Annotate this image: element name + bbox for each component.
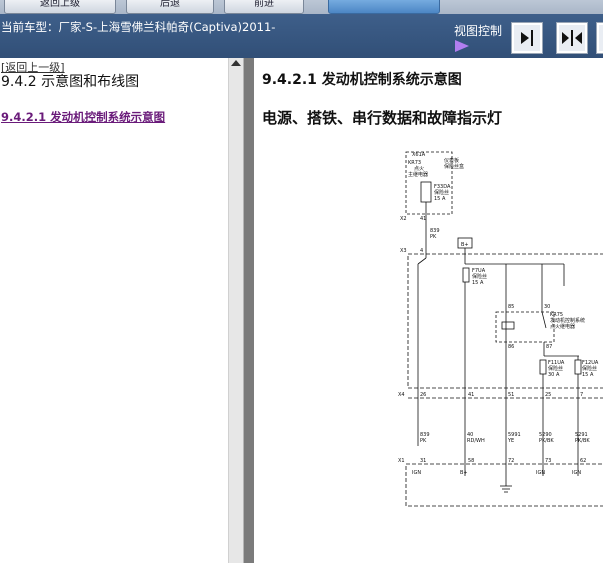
- forward-button[interactable]: 前进: [224, 0, 304, 14]
- f33da-desc: 保险丝: [434, 189, 449, 196]
- x1-pin-73: 73: [545, 458, 551, 464]
- view-control-label: 视图控制: [454, 24, 503, 38]
- wire-3-number: 5991: [508, 432, 521, 438]
- expand-left-panel-button[interactable]: [596, 22, 603, 54]
- wire-1-color: PK: [420, 438, 427, 444]
- f12ua-amp: 15 A: [582, 372, 594, 378]
- kr73-desc-1: 点火: [414, 166, 424, 172]
- f11ua-amp: 30 A: [548, 372, 560, 378]
- bplus-label-2: B+: [460, 470, 468, 476]
- collapse-left-panel-button[interactable]: [511, 22, 543, 54]
- content-subtitle: 电源、搭铁、串行数据和故障指示灯: [262, 109, 503, 127]
- f7ua-amp: 15 A: [472, 280, 484, 286]
- f33da-amp: 15 A: [434, 196, 446, 202]
- wire-3-color: YE: [507, 438, 514, 444]
- back-button[interactable]: 后退: [126, 0, 214, 14]
- x1-pin-62: 62: [580, 458, 586, 464]
- x3-label: X3: [400, 248, 407, 254]
- active-tab-button[interactable]: [328, 0, 440, 14]
- panel-right-arrow-icon: [521, 30, 533, 46]
- wire-5-number: 5291: [575, 432, 588, 438]
- x61a-desc-2: 保险丝盒: [444, 163, 464, 170]
- scroll-up-icon[interactable]: [231, 60, 241, 66]
- wire-4-number: 5290: [539, 432, 552, 438]
- bplus-label: B+: [461, 242, 469, 248]
- pin-41-top: 41: [420, 216, 426, 222]
- x4-pin-26: 26: [420, 392, 426, 398]
- pin-86: 86: [508, 344, 514, 350]
- diagram-link[interactable]: 9.4.2.1 发动机控制系统示意图: [1, 110, 166, 124]
- current-vehicle-label: 当前车型：厂家-S-上海雪佛兰科帕奇(Captiva)2011-: [1, 20, 276, 34]
- x61a-desc-1: 仪表板: [444, 157, 459, 164]
- panel-left-arrow-icon: [597, 23, 603, 53]
- left-navigation-panel: [返回上一级] 9.4.2 示意图和布线图 9.4.2.1 发动机控制系统示意图: [0, 58, 228, 563]
- x61a-label: X61A: [412, 152, 426, 158]
- wire-pk-top: PK: [430, 234, 437, 240]
- pin-85: 85: [508, 304, 514, 310]
- x2-label: X2: [400, 216, 407, 222]
- pin-87: 87: [546, 344, 552, 350]
- content-panel: 9.4.2.1 发动机控制系统示意图 电源、搭铁、串行数据和故障指示灯: [254, 58, 603, 563]
- kr75-label: KR75: [550, 312, 563, 318]
- ign-label-1: IGN: [412, 470, 421, 476]
- wire-1-number: 839: [420, 432, 430, 438]
- back-to-parent-link[interactable]: [返回上一级]: [1, 61, 65, 74]
- wire-839-top: 839: [430, 228, 440, 234]
- f12ua-desc: 保险丝: [582, 365, 597, 372]
- wire-2-color: RD/WH: [467, 438, 485, 444]
- x4-pin-25: 25: [545, 392, 551, 398]
- top-toolbar: 返回上级 后退 前进: [0, 0, 603, 14]
- f12ua-label: F12UA: [582, 360, 599, 366]
- x1-pin-58: 58: [468, 458, 474, 464]
- ign-label-3: IGN: [572, 470, 581, 476]
- wire-4-color: PK/BK: [539, 438, 554, 444]
- f7ua-label: F7UA: [472, 268, 486, 274]
- return-up-button[interactable]: 返回上级: [4, 0, 116, 14]
- kr75-desc-2: 点火继电器: [550, 323, 575, 330]
- kr75-desc-1: 发动机控制系统: [550, 317, 585, 324]
- kr73-label: KR73: [408, 160, 421, 166]
- f7ua-desc: 保险丝: [472, 273, 487, 280]
- wire-2-number: 40: [467, 432, 473, 438]
- section-title: 9.4.2 示意图和布线图: [1, 74, 140, 90]
- wire-5-color: PK/BK: [575, 438, 590, 444]
- x1-label: X1: [398, 458, 405, 464]
- pin-4: 4: [420, 248, 423, 254]
- wiring-diagram: X61A 仪表板 保险丝盒 KR73 点火 主继电器 F33DA 保险丝 15 …: [398, 151, 603, 507]
- content-title: 9.4.2.1 发动机控制系统示意图: [262, 72, 462, 88]
- view-arrow-icon[interactable]: [455, 40, 469, 52]
- pin-30: 30: [544, 304, 550, 310]
- x4-pin-7: 7: [580, 392, 583, 398]
- x1-pin-72: 72: [508, 458, 514, 464]
- split-view-button[interactable]: [556, 22, 588, 54]
- kr73-desc-2: 主继电器: [408, 171, 428, 178]
- split-arrows-icon: [562, 30, 582, 46]
- ign-label-2: IGN: [536, 470, 545, 476]
- header-bar: 当前车型：厂家-S-上海雪佛兰科帕奇(Captiva)2011- 视图控制: [0, 14, 603, 58]
- left-scrollbar[interactable]: [228, 58, 243, 563]
- f11ua-label: F11UA: [548, 360, 565, 366]
- f11ua-desc: 保险丝: [548, 365, 563, 372]
- x4-pin-41: 41: [468, 392, 474, 398]
- x1-pin-31: 31: [420, 458, 426, 464]
- x4-label: X4: [398, 392, 405, 398]
- f33da-label: F33DA: [434, 184, 451, 190]
- x4-pin-51: 51: [508, 392, 514, 398]
